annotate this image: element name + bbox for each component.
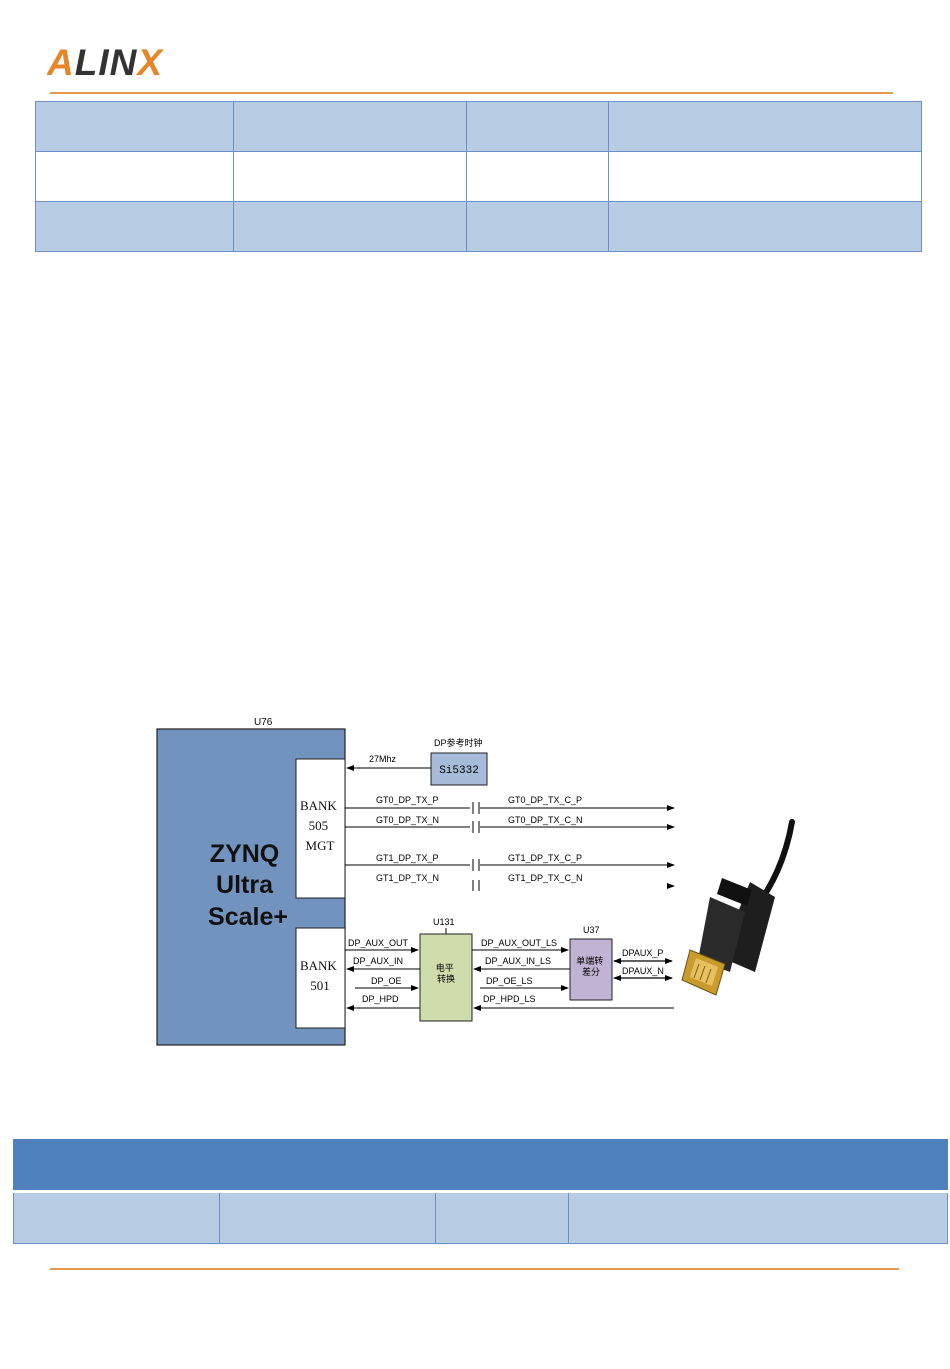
- svg-text:GT0_DP_TX_N: GT0_DP_TX_N: [376, 815, 439, 825]
- alinx-logo: ALINX: [47, 44, 164, 80]
- gt-signal-2: GT1_DP_TX_P GT1_DP_TX_C_P: [345, 853, 675, 871]
- svg-text:GT1_DP_TX_P: GT1_DP_TX_P: [376, 853, 439, 863]
- bank-501-text: BANK 501: [300, 958, 340, 993]
- table-row: [35, 151, 922, 202]
- svg-text:DP_AUX_IN: DP_AUX_IN: [353, 956, 403, 966]
- svg-text:GT0_DP_TX_C_P: GT0_DP_TX_C_P: [508, 795, 582, 805]
- level-shifter: [419, 933, 473, 1022]
- clock-freq: 27Mhz: [369, 754, 397, 764]
- diff-converter-text: 单端转 差分: [576, 955, 606, 977]
- level-shifter-text: 电平 转换: [436, 962, 457, 984]
- gt-signal-1: GT0_DP_TX_N GT0_DP_TX_C_N: [345, 815, 675, 833]
- table-row: [35, 101, 922, 152]
- svg-text:DP_OE_LS: DP_OE_LS: [486, 976, 533, 986]
- logo-text: ALINX: [47, 44, 164, 80]
- clock-chip: [430, 752, 488, 786]
- svg-text:GT0_DP_TX_C_N: GT0_DP_TX_C_N: [508, 815, 583, 825]
- svg-text:GT1_DP_TX_C_P: GT1_DP_TX_C_P: [508, 853, 582, 863]
- aux-right-lines: DP_AUX_OUT_LS DP_AUX_IN_LS DP_OE_LS DP_H…: [472, 938, 674, 1011]
- svg-text:DP_AUX_IN_LS: DP_AUX_IN_LS: [485, 956, 551, 966]
- bank-501: [295, 927, 346, 1029]
- header-rule: [50, 92, 893, 94]
- dp-connector-image: [681, 819, 795, 996]
- svg-text:DP_AUX_OUT_LS: DP_AUX_OUT_LS: [481, 938, 557, 948]
- svg-text:GT0_DP_TX_P: GT0_DP_TX_P: [376, 795, 439, 805]
- table-subheader-row: [13, 1191, 948, 1244]
- clock-chip-label: Si5332: [439, 765, 479, 777]
- table-row: [35, 201, 922, 252]
- table-header-row: [13, 1139, 948, 1193]
- dp-block-diagram: U76 ZYNQ Ultra Scale+ BANK 505 MGT BANK …: [156, 717, 795, 1046]
- svg-text:DP_HPD_LS: DP_HPD_LS: [483, 994, 536, 1004]
- svg-text:DPAUX_P: DPAUX_P: [622, 948, 663, 958]
- svg-text:GT1_DP_TX_N: GT1_DP_TX_N: [376, 873, 439, 883]
- dpaux-lines: DPAUX_P DPAUX_N: [613, 948, 673, 981]
- bank-505-mgt: [295, 758, 346, 899]
- chip-label: U76: [254, 717, 273, 728]
- logo-letters-lin: LIN: [75, 44, 138, 80]
- chip-name: ZYNQ Ultra Scale+: [208, 840, 288, 931]
- svg-text:GT1_DP_TX_C_N: GT1_DP_TX_C_N: [508, 873, 583, 883]
- svg-text:DPAUX_N: DPAUX_N: [622, 966, 664, 976]
- pin-table-top: [35, 101, 922, 252]
- footer-rule: [50, 1268, 899, 1270]
- logo-letter-a: A: [47, 44, 75, 80]
- svg-text:DP_HPD: DP_HPD: [362, 994, 399, 1004]
- diff-label: U37: [583, 925, 600, 935]
- gt-signal-3: GT1_DP_TX_N GT1_DP_TX_C_N: [376, 873, 675, 891]
- bank-505-text: BANK 505 MGT: [300, 798, 340, 853]
- aux-left-lines: DP_AUX_OUT DP_AUX_IN DP_OE DP_HPD: [345, 938, 420, 1011]
- clock-title: DP参考时钟: [434, 737, 483, 748]
- pin-table-bottom: [13, 1139, 948, 1244]
- logo-letter-x: X: [135, 44, 164, 80]
- gt-signal-0: GT0_DP_TX_P GT0_DP_TX_C_P: [345, 795, 675, 814]
- svg-text:DP_OE: DP_OE: [371, 976, 402, 986]
- svg-text:DP_AUX_OUT: DP_AUX_OUT: [348, 938, 409, 948]
- level-shifter-label: U131: [433, 917, 455, 927]
- diff-converter: [569, 938, 613, 1001]
